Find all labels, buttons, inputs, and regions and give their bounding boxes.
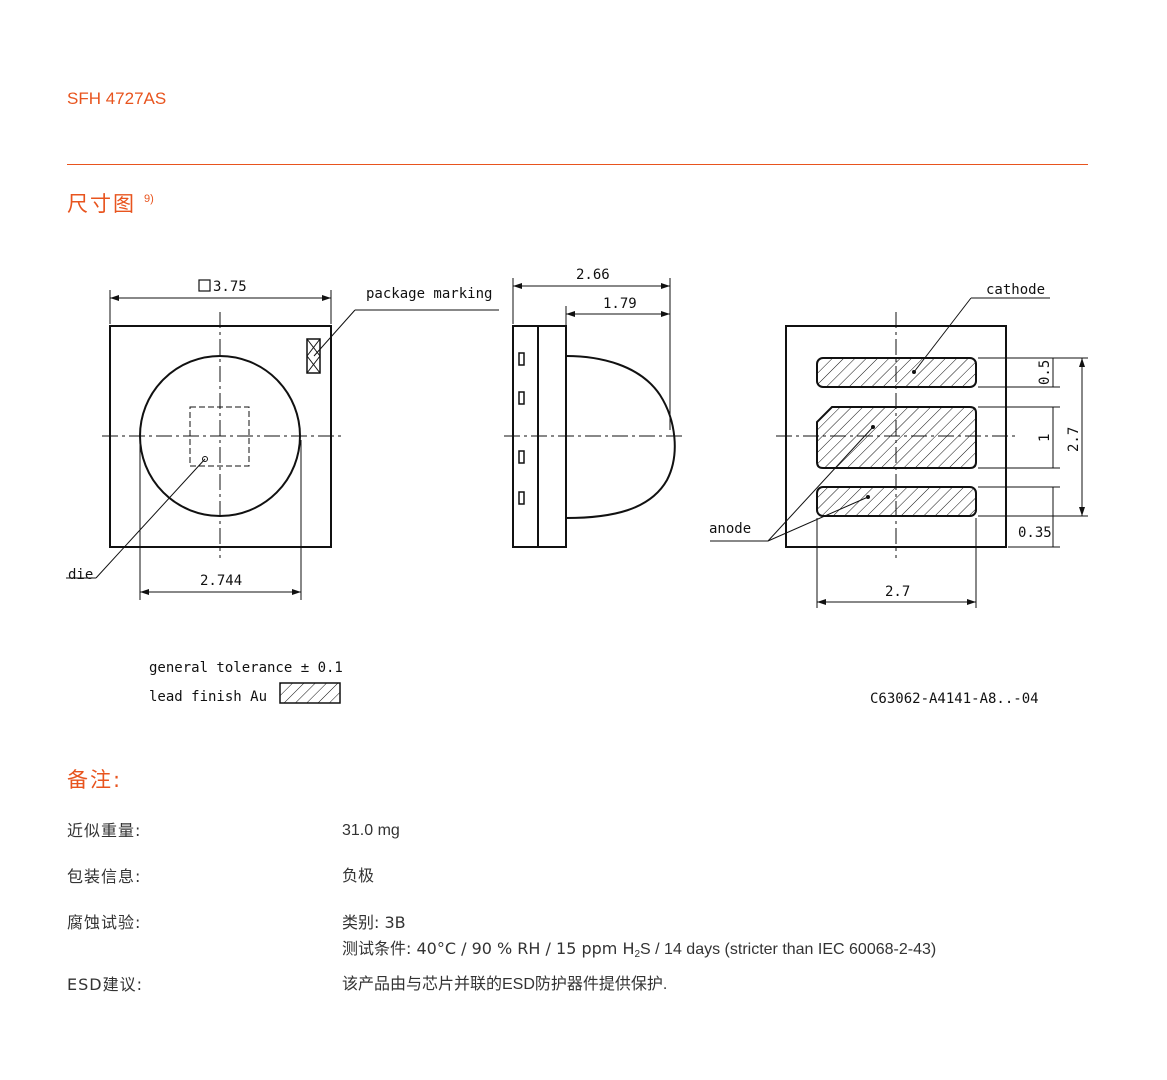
cathode-label: cathode	[986, 282, 1045, 298]
pad-width-label: 2.7	[885, 584, 910, 600]
center-pad	[816, 406, 977, 469]
notes-title: 备注:	[67, 768, 123, 792]
test-conditions-text: 测试条件: 40°C / 90 % RH / 15 ppm H	[342, 939, 635, 958]
notes-table: 近似重量: 31.0 mg 包装信息: 负极 腐蚀试验: 类别: 3B 测试条件…	[67, 818, 1088, 1018]
side-total-label: 2.66	[576, 267, 610, 283]
package-marking-label: package marking	[366, 286, 492, 302]
pad-height-bottom-label: 0.35	[1018, 525, 1052, 541]
front-width-label: 3.75	[213, 279, 247, 295]
lead-finish-label: lead finish Au	[149, 689, 267, 705]
die-dot	[202, 456, 208, 462]
package-marking-symbol	[306, 338, 321, 374]
side-lens-label: 1.79	[603, 296, 637, 312]
footnote-marker: 9)	[144, 193, 154, 205]
side-view	[504, 278, 682, 548]
note-value-test-conditions: 测试条件: 40°C / 90 % RH / 15 ppm H2S / 14 d…	[342, 936, 1082, 968]
note-value: 31.0 mg	[342, 822, 400, 839]
dimension-drawing: 3.75 package marking die 2.744 2.66 1.79	[66, 267, 1088, 707]
side-lens-outline	[565, 355, 676, 519]
pad-height-top-label: 0.5	[1037, 360, 1053, 385]
note-label: ESD建议:	[67, 975, 143, 994]
note-row-corrosion: 腐蚀试验: 类别: 3B 测试条件: 40°C / 90 % RH / 15 p…	[67, 910, 1088, 968]
note-label: 腐蚀试验:	[67, 913, 142, 932]
lens-diameter-label: 2.744	[200, 573, 242, 589]
anode-label: anode	[709, 521, 751, 537]
product-name: SFH 4727AS	[67, 89, 167, 108]
test-conditions-rest: S / 14 days (stricter than IEC 60068-2-4…	[640, 941, 937, 958]
note-value: 负极	[342, 868, 375, 885]
pad-span-label: 2.7	[1066, 427, 1082, 452]
general-tolerance-label: general tolerance ± 0.1	[149, 660, 343, 676]
note-label: 近似重量:	[67, 821, 142, 840]
subscript-2: 2	[634, 949, 641, 960]
square-symbol	[198, 279, 211, 292]
note-value: 该产品由与芯片并联的ESD防护器件提供保护.	[342, 976, 668, 993]
note-row-weight: 近似重量: 31.0 mg	[67, 818, 1088, 844]
drawing-number: C63062-A4141-A8..-04	[870, 691, 1039, 707]
bottom-view	[710, 297, 1088, 608]
front-view	[66, 279, 499, 600]
lead-finish-hatch-swatch	[279, 682, 341, 704]
pad-height-center-label: 1	[1037, 434, 1053, 442]
note-label: 包装信息:	[67, 867, 142, 886]
dimension-drawing-title-text: 尺寸图	[67, 192, 136, 216]
die-label: die	[68, 567, 93, 583]
header-divider	[67, 164, 1088, 165]
note-row-esd: ESD建议: 该产品由与芯片并联的ESD防护器件提供保护.	[67, 972, 1088, 998]
note-row-packaging: 包装信息: 负极	[67, 864, 1088, 890]
dimension-drawing-title: 尺寸图 9)	[67, 188, 154, 218]
note-value: 类别: 3B	[342, 913, 406, 932]
